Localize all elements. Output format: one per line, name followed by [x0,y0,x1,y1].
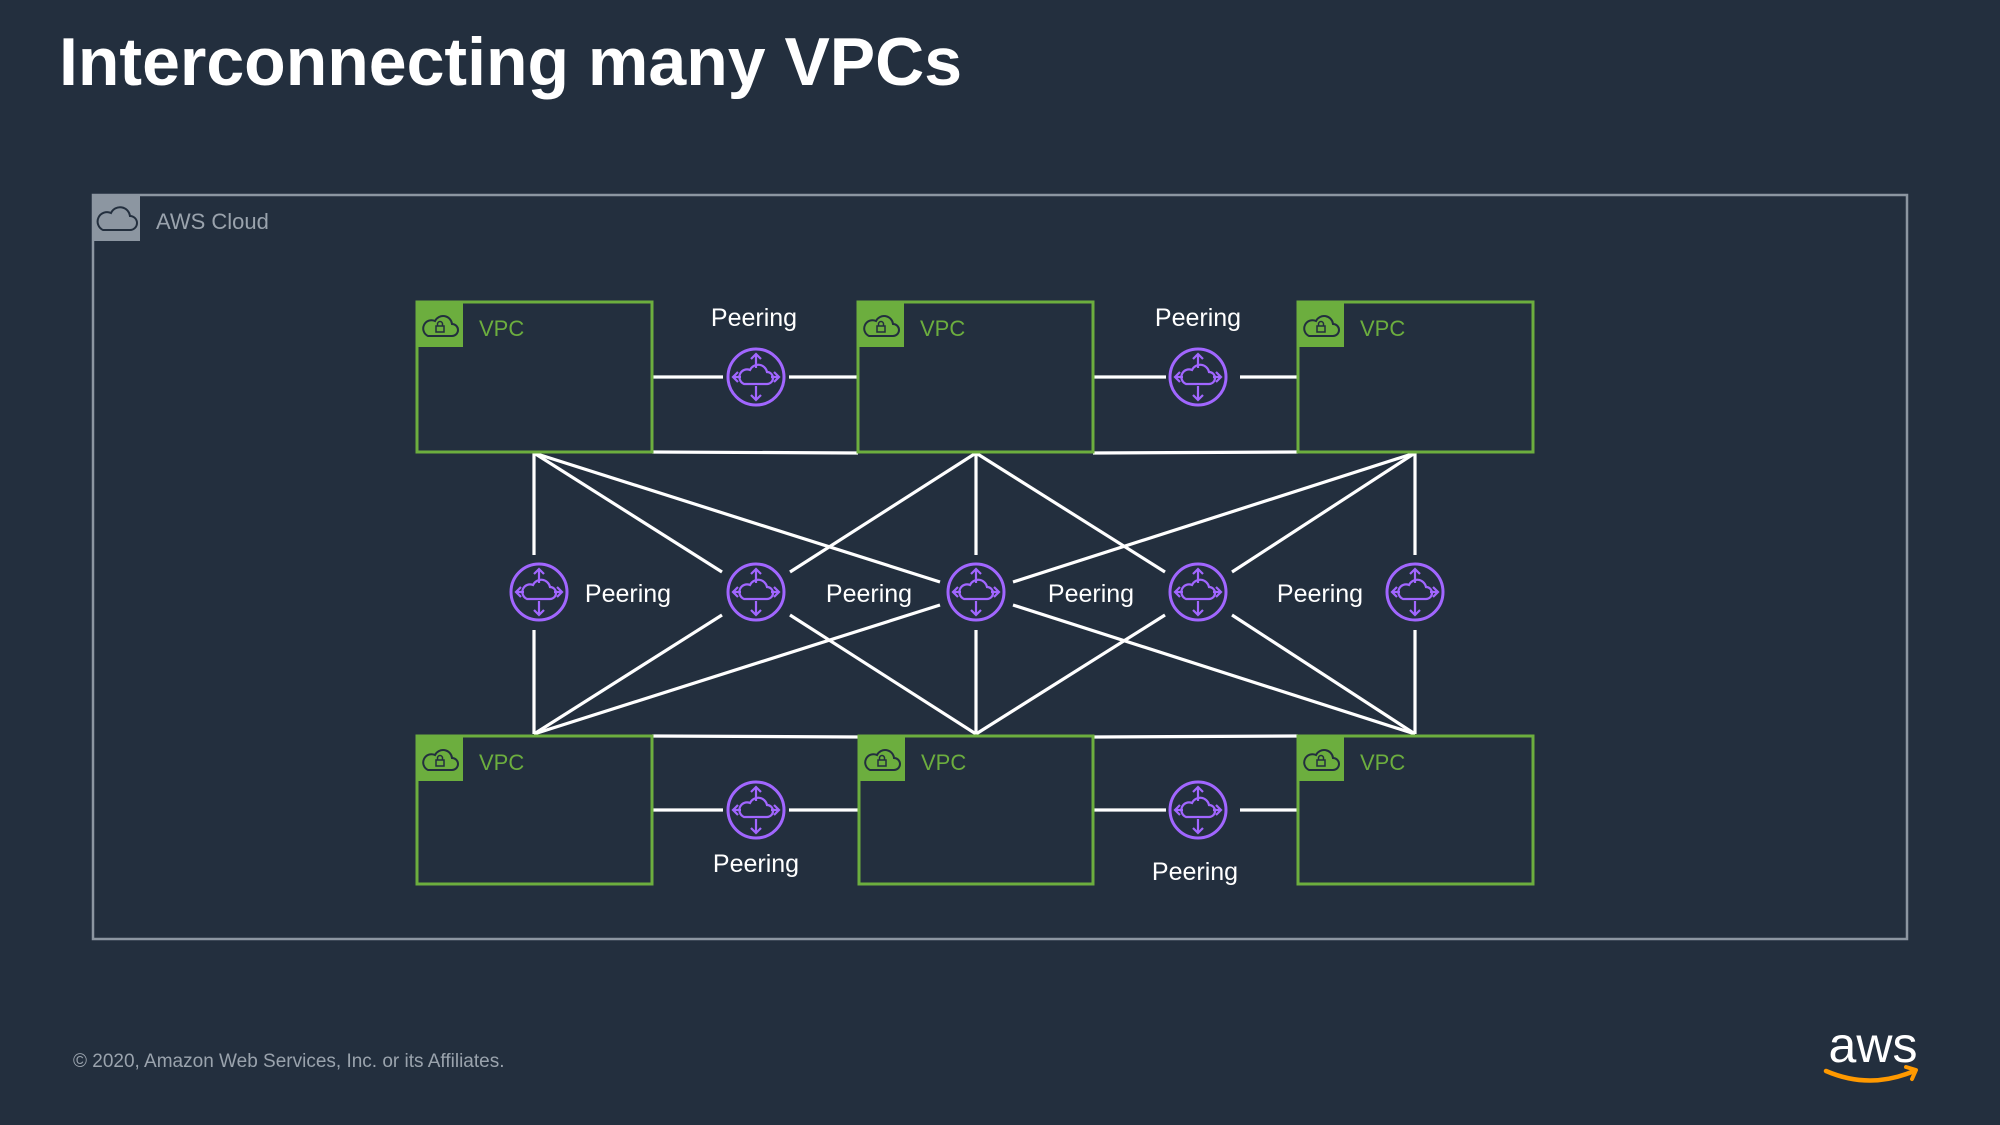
vpc-icon [859,736,905,781]
vpc-box-bottom-3: VPC [1296,734,1535,886]
peering-icon [726,780,786,840]
peering-icon [726,562,786,622]
aws-logo-text: aws [1829,1020,1918,1073]
vpc-label: VPC [1360,750,1405,775]
peering-icon [1385,562,1445,622]
cloud-icon [93,195,140,241]
peering-connections [532,375,1417,812]
vpc-box-top-2: VPC [856,300,1095,454]
vpc-icon [417,736,463,781]
aws-logo: aws [1823,1020,1918,1083]
peering-label: Peering [585,580,671,608]
peering-label: Peering [826,580,912,608]
peering-label: Peering [1048,580,1134,608]
vpc-box-bottom-2: VPC [857,734,1095,886]
vpc-icon [858,302,904,347]
peering-label: Peering [1277,580,1363,608]
copyright-footer: © 2020, Amazon Web Services, Inc. or its… [73,1051,505,1072]
peering-icon [946,562,1006,622]
vpc-label: VPC [479,316,524,341]
aws-cloud-label: AWS Cloud [156,209,269,234]
vpc-icon [417,302,463,347]
peering-icon [1168,780,1228,840]
peering-label: Peering [1152,858,1238,886]
vpc-label: VPC [1360,316,1405,341]
vpc-label: VPC [479,750,524,775]
page-title: Interconnecting many VPCs [59,24,963,100]
peering-label: Peering [713,850,799,878]
peering-icon [1168,347,1228,407]
vpc-icon [1298,302,1344,347]
peering-icon [726,347,786,407]
vpc-label: VPC [920,316,965,341]
aws-cloud-group [91,193,1909,941]
peering-label: Peering [1155,304,1241,332]
vpc-box-top-1: VPC [415,300,654,454]
vpc-box-top-3: VPC [1296,300,1535,454]
peering-icon [1168,562,1228,622]
vpc-box-bottom-1: VPC [415,734,654,886]
peering-icon [509,562,569,622]
vpc-icon [1298,736,1344,781]
peering-label: Peering [711,304,797,332]
vpc-label: VPC [921,750,966,775]
